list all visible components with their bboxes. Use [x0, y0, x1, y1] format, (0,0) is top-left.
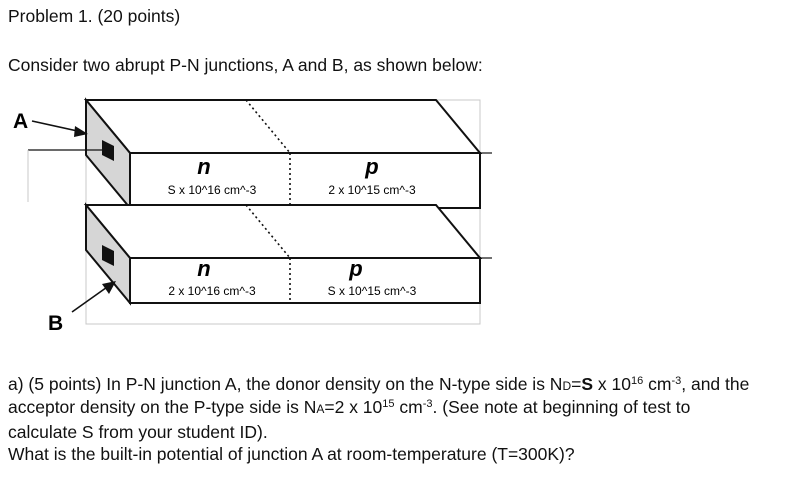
- junction-a: n S x 10^16 cm^-3 p 2 x 10^15 cm^-3: [27, 97, 492, 211]
- junction-b: n 2 x 10^16 cm^-3 p S x 10^15 cm^-3: [83, 202, 492, 306]
- question-line-3: calculate S from your student ID).: [8, 422, 268, 442]
- arrow-a-icon: [31, 120, 88, 137]
- junction-b-p-label: p: [348, 256, 362, 281]
- label-b: B: [48, 312, 63, 335]
- question-line-2: acceptor density on the P-type side is N…: [8, 397, 691, 417]
- arrow-b-icon: [71, 281, 116, 313]
- junction-a-n-label: n: [197, 154, 210, 179]
- junction-b-contact: [102, 245, 114, 266]
- junction-b-n-concentration: 2 x 10^16 cm^-3: [168, 284, 256, 298]
- junction-a-top-face: [83, 99, 483, 154]
- label-a: A: [13, 110, 28, 133]
- junction-b-n-label: n: [197, 256, 210, 281]
- pn-junction-diagram: n S x 10^16 cm^-3 p 2 x 10^15 cm^-3 n 2 …: [13, 97, 492, 335]
- junction-a-boundary-top: [245, 99, 291, 154]
- junction-b-front-face: [129, 257, 481, 304]
- question-line-4: What is the built-in potential of juncti…: [8, 444, 575, 464]
- junction-b-p-concentration: S x 10^15 cm^-3: [328, 284, 417, 298]
- problem-title: Problem 1. (20 points): [8, 6, 181, 26]
- junction-a-contact: [102, 140, 114, 161]
- junction-a-front-face: [129, 152, 481, 209]
- question-line-1: a) (5 points) In P-N junction A, the don…: [8, 374, 750, 394]
- junction-a-p-concentration: 2 x 10^15 cm^-3: [328, 183, 416, 197]
- junction-b-boundary-top: [245, 204, 291, 259]
- junction-b-top-face: [83, 204, 483, 259]
- problem-intro: Consider two abrupt P-N junctions, A and…: [8, 55, 483, 75]
- junction-a-p-label: p: [364, 154, 378, 179]
- junction-a-n-concentration: S x 10^16 cm^-3: [168, 183, 257, 197]
